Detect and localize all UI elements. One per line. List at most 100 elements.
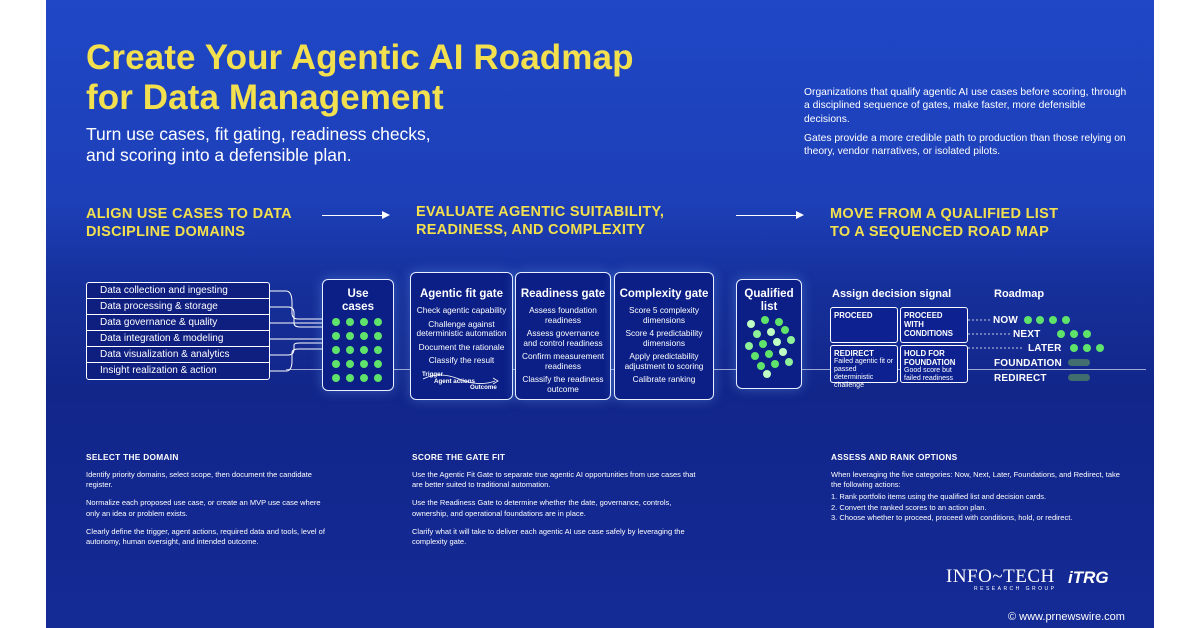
- dot: [781, 326, 789, 334]
- dot: [360, 318, 368, 326]
- dot: [374, 360, 382, 368]
- dot: [374, 332, 382, 340]
- dot: [757, 362, 765, 370]
- dot: [1070, 344, 1078, 352]
- watermark: © www.prnewswire.com: [1008, 611, 1125, 623]
- dot: [1083, 344, 1091, 352]
- dot: [1057, 330, 1065, 338]
- use-cases-panel: Use cases: [322, 279, 394, 391]
- placeholder-pill: [1068, 374, 1090, 381]
- itrg-logo: iTRG: [1068, 568, 1109, 587]
- qualified-list-title: Qualified list: [744, 288, 794, 313]
- dot: [346, 318, 354, 326]
- roadmap-now: NOW: [993, 315, 1019, 326]
- domain-item: Data processing & storage: [87, 299, 269, 315]
- roadmap-connectors: [968, 319, 1024, 349]
- dot: [767, 328, 775, 336]
- domain-item: Data governance & quality: [87, 315, 269, 331]
- dot: [775, 318, 783, 326]
- dot: [332, 332, 340, 340]
- domain-item: Data collection and ingesting: [87, 283, 269, 299]
- dot: [374, 318, 382, 326]
- dot: [360, 332, 368, 340]
- flow-arrow-icon: [422, 374, 499, 385]
- qualified-list-panel: Qualified list: [736, 279, 802, 389]
- dot: [346, 332, 354, 340]
- agentic-fit-gate-title: Agentic fit gate: [419, 288, 504, 300]
- redirect-card: REDIRECT Failed agentic fit or passed de…: [830, 345, 898, 389]
- readiness-gate-title: Readiness gate: [520, 288, 606, 300]
- dot: [773, 338, 781, 346]
- flow-line: [286, 369, 1146, 370]
- score-gate-section: SCORE THE GATE FIT Use the Agentic Fit G…: [412, 452, 696, 547]
- dot: [765, 350, 773, 358]
- decision-signal-title: Assign decision signal: [832, 288, 952, 300]
- domain-item: Data integration & modeling: [87, 331, 269, 347]
- use-cases-title: Use cases: [342, 288, 374, 313]
- roadmap-foundation: FOUNDATION: [994, 358, 1062, 369]
- roadmap-redirect: REDIRECT: [994, 373, 1047, 384]
- dot: [346, 360, 354, 368]
- page-subtitle: Turn use cases, fit gating, readiness ch…: [86, 124, 431, 165]
- complexity-gate-title: Complexity gate: [619, 288, 709, 300]
- domain-item: Insight realization & action: [100, 365, 217, 376]
- dot: [747, 320, 755, 328]
- proceed-card: PROCEED: [830, 307, 898, 343]
- dot: [346, 346, 354, 354]
- dot: [360, 346, 368, 354]
- intro-text: Organizations that qualify agentic AI us…: [804, 87, 1127, 158]
- dot: [1049, 316, 1057, 324]
- section-heading-align: ALIGN USE CASES TO DATA DISCIPLINE DOMAI…: [86, 206, 292, 240]
- complexity-gate-panel: Complexity gate Score 5 complexity dimen…: [614, 272, 714, 400]
- domain-list: Data collection and ingesting Data proce…: [86, 282, 270, 380]
- dot: [332, 360, 340, 368]
- section-heading-evaluate: EVALUATE AGENTIC SUITABILITY, READINESS,…: [416, 204, 665, 238]
- dot: [1083, 330, 1091, 338]
- dot: [787, 336, 795, 344]
- roadmap-title: Roadmap: [994, 288, 1045, 300]
- infotech-logo-subtitle: RESEARCH GROUP: [974, 586, 1057, 592]
- roadmap-later: LATER: [1028, 343, 1062, 354]
- dot: [1036, 316, 1044, 324]
- dot: [745, 342, 753, 350]
- hold-for-foundation-card: HOLD FOR FOUNDATION Good score but faile…: [900, 345, 968, 383]
- outcome-label: Outcome: [470, 384, 497, 391]
- dot: [332, 346, 340, 354]
- trigger-label: Trigger: [422, 371, 443, 378]
- dot: [360, 374, 368, 382]
- dot: [332, 318, 340, 326]
- dot: [346, 374, 354, 382]
- dot: [374, 346, 382, 354]
- assess-rank-section: ASSESS AND RANK OPTIONS When leveraging …: [831, 452, 1120, 522]
- infographic: Create Your Agentic AI Roadmap for Data …: [46, 0, 1154, 628]
- placeholder-pill: [1068, 359, 1090, 366]
- dot: [771, 360, 779, 368]
- infotech-logo: INFO~TECH: [946, 566, 1055, 587]
- dot: [332, 374, 340, 382]
- arrow-right-icon: [736, 211, 804, 219]
- dot: [761, 316, 769, 324]
- readiness-gate-panel: Readiness gate Assess foundation readine…: [515, 272, 611, 400]
- dot: [779, 348, 787, 356]
- agentic-fit-gate-panel: Agentic fit gate Check agentic capabilit…: [410, 272, 513, 400]
- roadmap-next: NEXT: [1013, 329, 1041, 340]
- domain-connectors: [270, 290, 322, 372]
- dot: [374, 374, 382, 382]
- dot: [360, 360, 368, 368]
- dot: [1096, 344, 1104, 352]
- dot: [759, 340, 767, 348]
- dot: [751, 352, 759, 360]
- proceed-with-conditions-card: PROCEED WITH CONDITIONS: [900, 307, 968, 343]
- domain-item: Data visualization & analytics: [87, 347, 269, 363]
- dot: [785, 358, 793, 366]
- agent-actions-label: Agent actions: [434, 378, 475, 385]
- dot: [763, 370, 771, 378]
- section-heading-move: MOVE FROM A QUALIFIED LIST TO A SEQUENCE…: [830, 206, 1059, 240]
- dot: [1070, 330, 1078, 338]
- arrow-right-icon: [322, 211, 390, 219]
- dot: [1024, 316, 1032, 324]
- dot: [1062, 316, 1070, 324]
- dot: [753, 330, 761, 338]
- page-title: Create Your Agentic AI Roadmap for Data …: [86, 38, 634, 117]
- select-domain-section: SELECT THE DOMAIN Identify priority doma…: [86, 452, 325, 547]
